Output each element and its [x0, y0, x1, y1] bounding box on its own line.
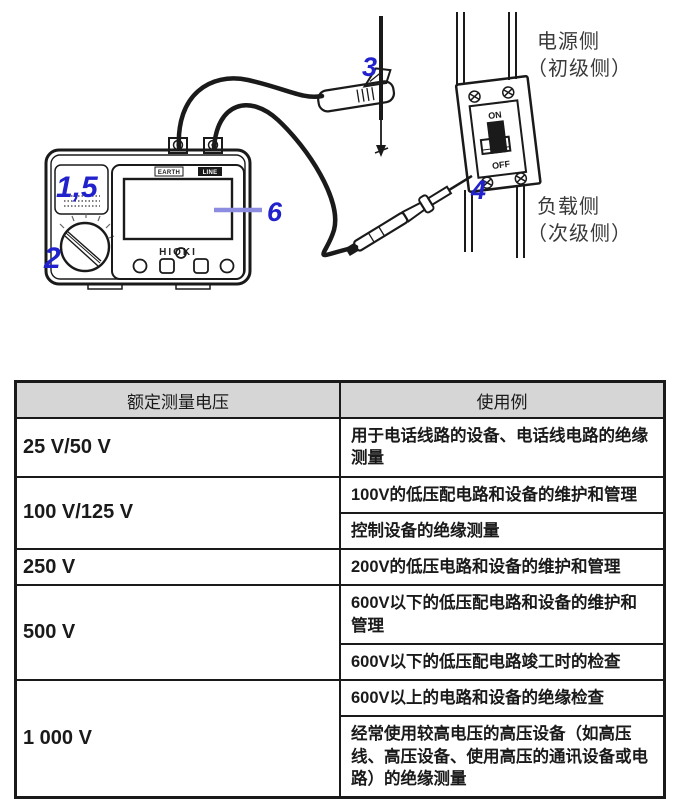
callout-2: 2 — [43, 242, 61, 275]
usage-cell: 经常使用较高电压的高压设备（如高压线、高压设备、使用高压的通讯设备或电路）的绝缘… — [339, 715, 666, 799]
table-row: 500 V 600V以下的低压配电路和设备的维护和管理 — [14, 584, 666, 682]
table-row: 600V以下的低压配电路竣工时的检查 — [16, 642, 666, 682]
table-row: 250 V 200V的低压电路和设备的维护和管理 — [14, 548, 666, 587]
usage-cell: 100V的低压配电路和设备的维护和管理 — [339, 475, 666, 514]
table-section: 额定测量电压 使用例 25 V/50 V 用于电话线路的设备、电话线电路的绝缘测… — [14, 380, 680, 799]
table-header-row: 额定测量电压 使用例 — [14, 380, 666, 419]
source-side-label: 电源侧 — [537, 30, 600, 53]
header-usage-example: 使用例 — [339, 380, 666, 419]
breaker-screws — [468, 86, 528, 189]
dial-tick-marks — [59, 213, 115, 239]
voltage-cell: 25 V/50 V — [14, 417, 341, 478]
earth-badge — [154, 166, 184, 177]
breaker-toggle — [479, 135, 512, 156]
load-side-label: 负载侧 — [537, 195, 600, 218]
clamped-wire — [374, 16, 389, 157]
usage-cell: 控制设备的绝缘测量 — [339, 511, 666, 551]
connection-diagram: ON OFF — [0, 0, 680, 378]
line-badge — [198, 167, 222, 176]
callout-3: 3 — [362, 52, 377, 82]
button-row — [132, 247, 235, 274]
usage-cell: 200V的低压电路和设备的维护和管理 — [339, 548, 666, 587]
tester-device: EARTH LINE HIOKI — [44, 137, 252, 290]
diagram-svg: ON OFF — [43, 12, 632, 290]
callout-6: 6 — [267, 197, 283, 227]
table-row: 25 V/50 V 用于电话线路的设备、电话线电路的绝缘测量 — [14, 417, 666, 478]
line-badge-label: LINE — [203, 170, 218, 176]
line-terminal — [203, 137, 223, 154]
table-row: 100 V/125 V 100V的低压配电路和设备的维护和管理 — [14, 475, 666, 551]
line-cable — [211, 103, 359, 258]
breaker-off-label: OFF — [491, 159, 511, 171]
breaker-on-label: ON — [488, 109, 503, 121]
voltage-cell: 100 V/125 V — [14, 475, 341, 551]
panel-scale-marks — [64, 195, 100, 207]
usage-cell: 用于电话线路的设备、电话线电路的绝缘测量 — [339, 417, 666, 478]
usage-cell: 600V以下的低压配电路和设备的维护和管理 — [339, 584, 666, 645]
header-rated-voltage: 额定测量电压 — [14, 380, 341, 419]
voltage-cell: 1 000 V — [14, 679, 341, 799]
load-side-sublabel: （次级侧） — [527, 222, 632, 245]
indicator-panel — [54, 164, 109, 215]
usage-cell: 600V以下的低压配电路竣工时的检查 — [339, 642, 666, 682]
alligator-clip — [317, 67, 396, 113]
voltage-cell: 250 V — [14, 548, 341, 587]
earth-badge-label: EARTH — [158, 170, 180, 176]
table-row: 1 000 V 600V以上的电路和设备的绝缘检查 — [14, 679, 666, 799]
table-row: 控制设备的绝缘测量 — [16, 511, 666, 551]
source-side-sublabel: （初级侧） — [527, 57, 632, 80]
callout-4: 4 — [470, 175, 486, 205]
usage-cell: 600V以上的电路和设备的绝缘检查 — [339, 679, 666, 718]
earth-cable — [176, 76, 325, 151]
test-probe — [345, 174, 473, 257]
brand-logo: HIOKI — [159, 247, 197, 258]
voltage-cell: 500 V — [14, 584, 341, 682]
callout-1-5: 1,5 — [56, 171, 99, 204]
supply-wires — [456, 12, 525, 258]
earth-terminal — [168, 137, 188, 154]
voltage-usage-table: 额定测量电压 使用例 25 V/50 V 用于电话线路的设备、电话线电路的绝缘测… — [14, 380, 666, 799]
rotary-switch — [59, 213, 115, 273]
circuit-breaker: ON OFF — [454, 74, 542, 193]
